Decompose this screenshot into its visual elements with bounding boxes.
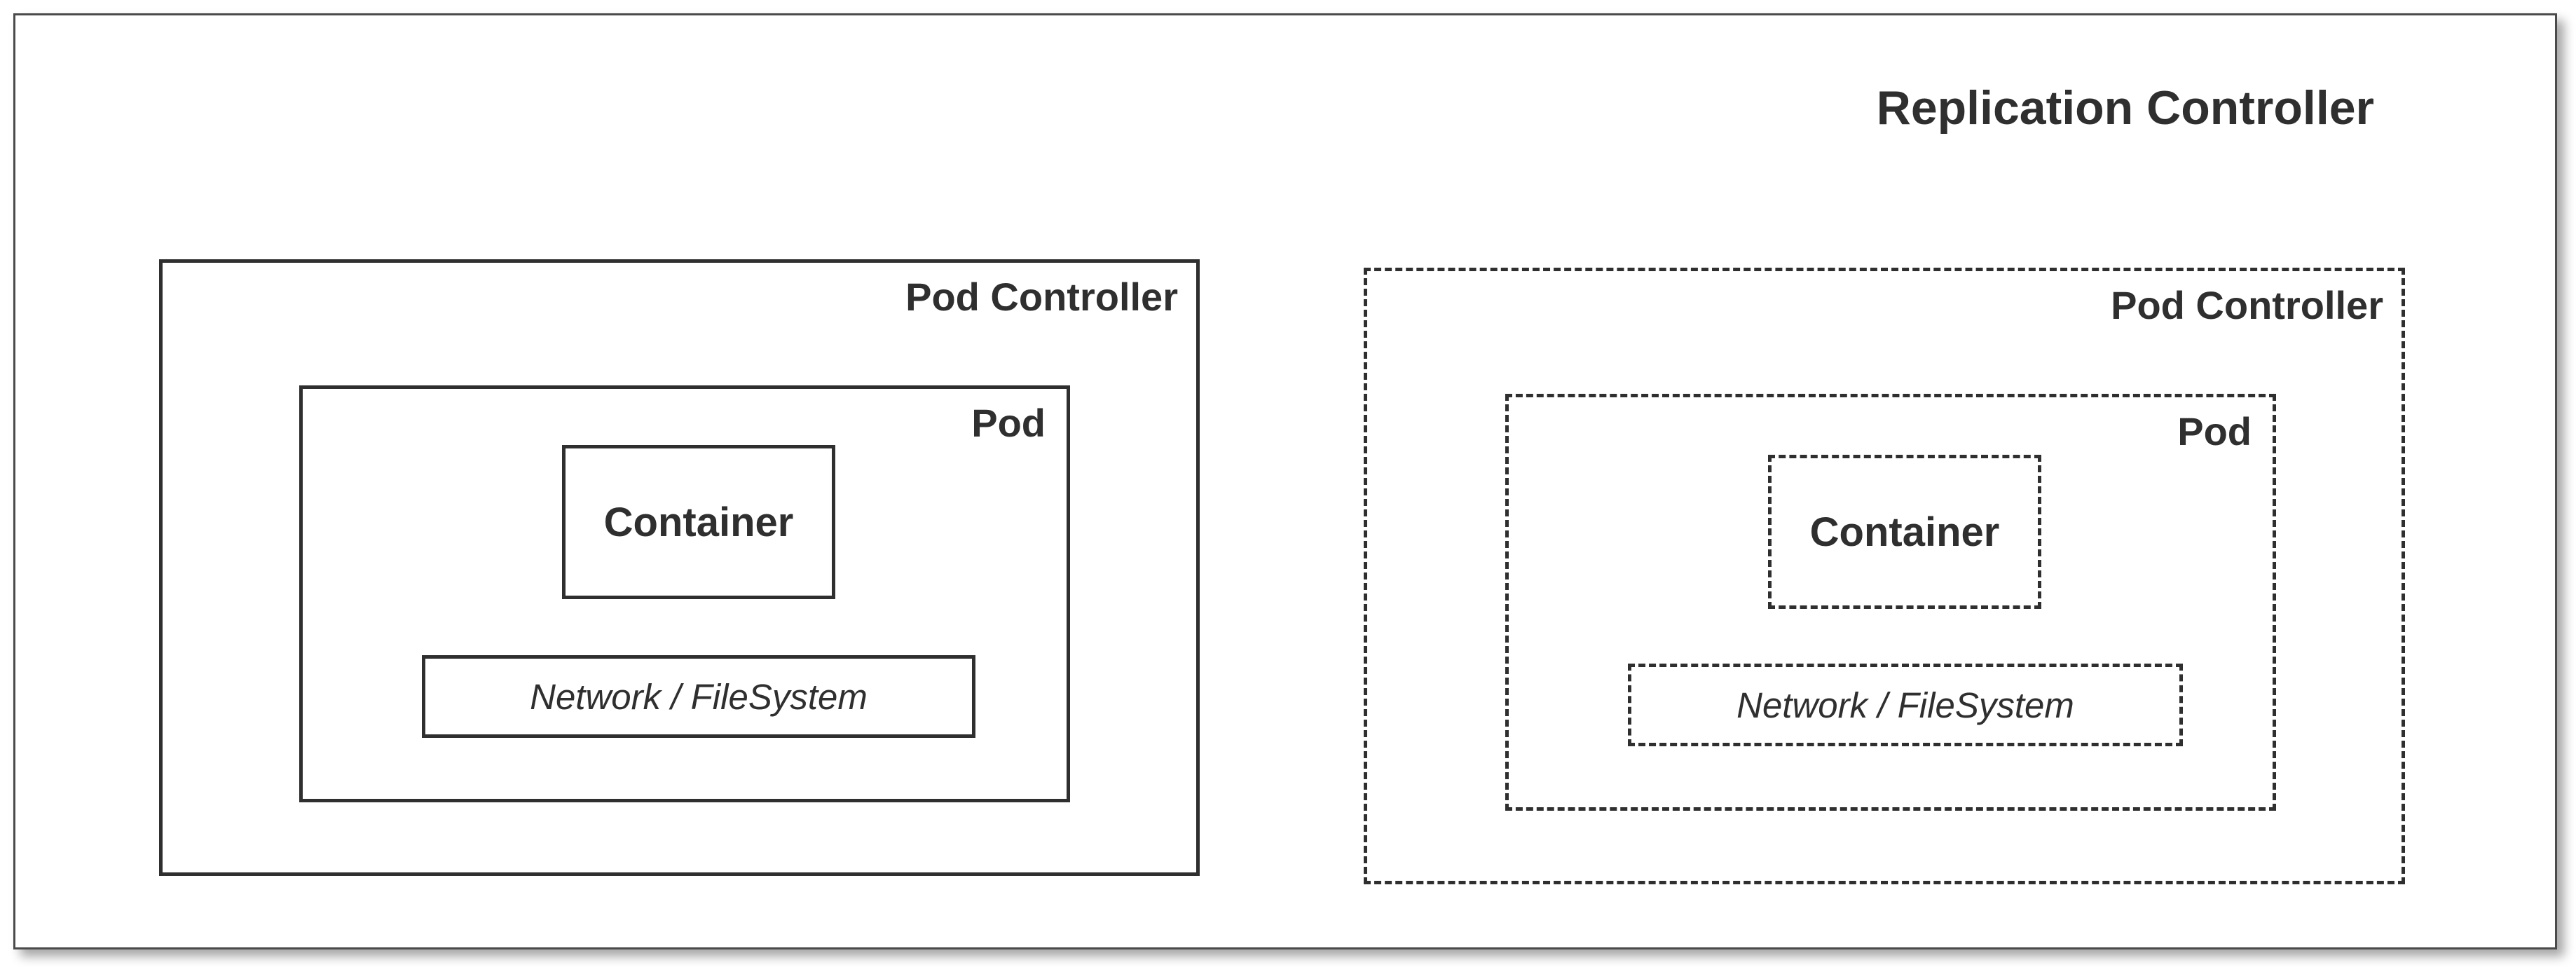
pod-controller-label: Pod Controller <box>905 275 1178 319</box>
network-filesystem-label: Network / FileSystem <box>1736 685 2074 725</box>
pod-controller-box-solid: Pod Controller Pod Container Network / F… <box>159 259 1200 876</box>
network-filesystem-box-dashed: Network / FileSystem <box>1628 664 2183 746</box>
network-filesystem-label: Network / FileSystem <box>530 676 868 717</box>
pod-controller-label: Pod Controller <box>2111 283 2383 327</box>
replication-controller-frame: Replication Controller Pod Controller Po… <box>13 13 2557 949</box>
container-box-dashed: Container <box>1768 455 2041 609</box>
replication-controller-title: Replication Controller <box>1876 81 2374 135</box>
pod-controller-box-dashed: Pod Controller Pod Container Network / F… <box>1364 268 2405 884</box>
pod-box-dashed: Pod Container Network / FileSystem <box>1505 394 2276 811</box>
pod-label: Pod <box>971 401 1046 445</box>
container-label: Container <box>1809 509 2000 555</box>
pod-label: Pod <box>2177 409 2252 453</box>
network-filesystem-box-solid: Network / FileSystem <box>422 655 975 738</box>
container-label: Container <box>603 499 794 545</box>
container-box-solid: Container <box>562 445 835 599</box>
pod-box-solid: Pod Container Network / FileSystem <box>299 385 1070 802</box>
